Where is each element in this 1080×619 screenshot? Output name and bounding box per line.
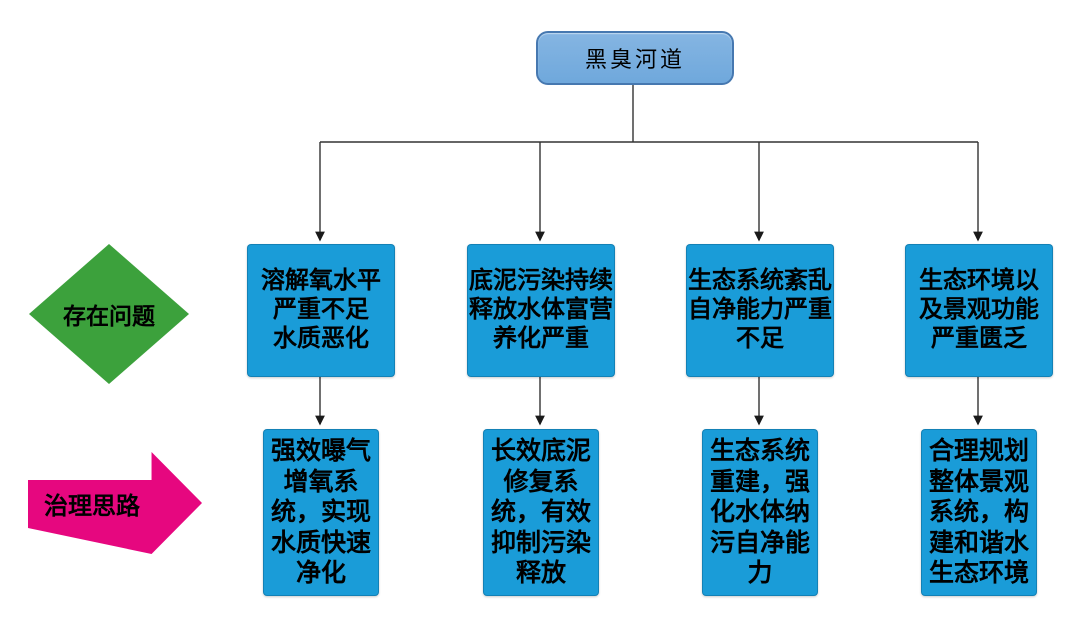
problem-box-3-text: 生态系统紊乱 自净能力严重 不足: [688, 267, 832, 352]
solution-box-4-text: 合理规划 整体景观 系统，构 建和谐水 生态环境: [928, 437, 1029, 588]
solution-box-2-text: 长效底泥 修复系 统，有效 抑制污染 释放: [490, 437, 591, 588]
solution-box-1: 强效曝气 增氧系 统，实现 水质快速 净化: [263, 429, 379, 596]
problem-box-3: 生态系统紊乱 自净能力严重 不足: [686, 244, 834, 377]
solution-box-1-text: 强效曝气 增氧系 统，实现 水质快速 净化: [270, 437, 371, 588]
solution-box-4: 合理规划 整体景观 系统，构 建和谐水 生态环境: [921, 429, 1037, 596]
root-node-label: 黑臭河道: [584, 47, 685, 72]
root-node-box: 黑臭河道: [536, 31, 734, 85]
problem-box-1: 溶解氧水平 严重不足 水质恶化: [247, 244, 395, 377]
solutions-row-label: 治理思路: [44, 492, 140, 520]
problem-box-1-text: 溶解氧水平 严重不足 水质恶化: [261, 267, 381, 352]
solution-box-3-text: 生态系统 重建，强 化水体纳 污自净能 力: [709, 437, 810, 588]
solution-box-2: 长效底泥 修复系 统，有效 抑制污染 释放: [483, 429, 599, 596]
problems-row-label: 存在问题: [63, 303, 155, 329]
problem-box-4-text: 生态环境以 及景观功能 严重匮乏: [919, 267, 1039, 352]
problem-box-2-text: 底泥污染持续 释放水体富营 养化严重: [469, 267, 613, 352]
problem-box-4: 生态环境以 及景观功能 严重匮乏: [905, 244, 1053, 377]
problem-box-2: 底泥污染持续 释放水体富营 养化严重: [467, 244, 615, 377]
solution-box-3: 生态系统 重建，强 化水体纳 污自净能 力: [702, 429, 818, 596]
